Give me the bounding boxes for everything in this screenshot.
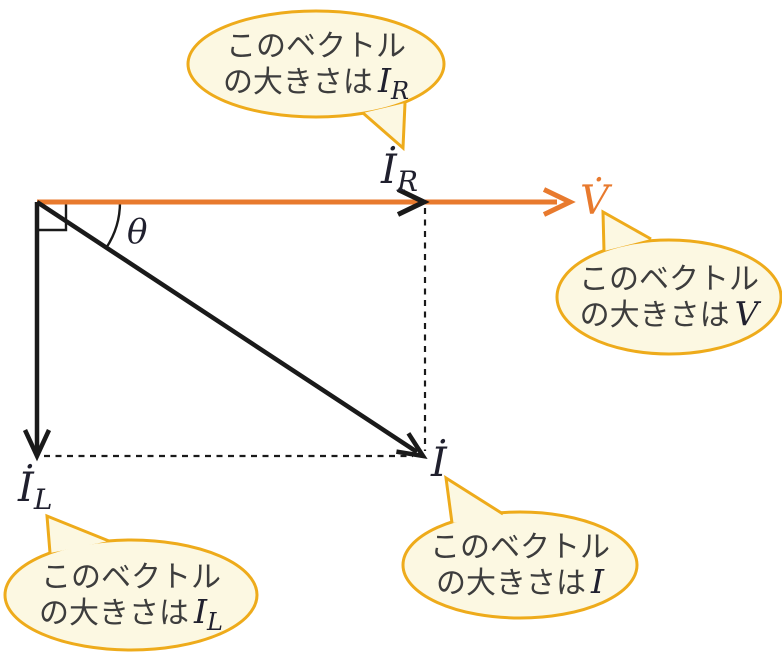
bubble-il-tail [45,513,110,554]
bubble-ir-line1: このベクトル [226,29,406,64]
bubble-v-ellipse [555,238,782,356]
ir-label: İR [380,146,418,198]
bubble-i-ellipse [401,510,639,620]
bubble-i-tail [444,475,504,524]
i-label: İ [430,439,448,486]
bubble-ir-ellipse [186,9,446,119]
bubble-v-line1: このベクトル [579,262,759,297]
bubble-ir-tail [362,102,407,152]
i-arrowhead [396,432,428,460]
v-arrowhead [542,187,576,217]
il-label: İL [17,464,52,516]
bubble-i-line1: このベクトル [430,530,610,565]
bubble-il-line1: このベクトル [41,560,221,595]
il-arrowhead [22,429,52,462]
bubble-v-tail [601,209,652,252]
ir-arrowhead [396,187,430,217]
bubble-il-ellipse [3,538,259,652]
theta-arc [105,201,122,249]
i-vector [35,200,419,454]
right-angle-marker [37,204,68,232]
theta-label: θ [127,212,147,252]
